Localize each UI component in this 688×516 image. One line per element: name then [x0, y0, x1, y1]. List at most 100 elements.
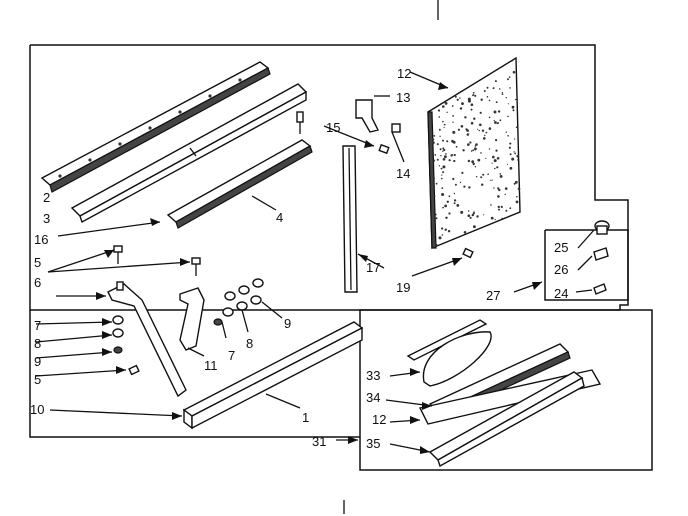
panel-speckle — [479, 123, 482, 127]
panel-speckle — [444, 204, 447, 208]
panel-speckle — [512, 109, 515, 112]
part-15-screws — [296, 111, 390, 155]
panel-speckle — [507, 135, 509, 137]
panel-speckle — [452, 121, 454, 123]
panel-speckle — [507, 78, 509, 81]
panel-speckle — [437, 109, 441, 112]
panel-speckle — [474, 166, 477, 168]
panel-speckle — [494, 167, 496, 170]
label-5-top: 5 — [34, 255, 41, 270]
label-19: 19 — [396, 280, 410, 295]
label-7-left: 7 — [34, 318, 41, 333]
part-13-bracket — [355, 99, 401, 133]
panel-speckle — [509, 153, 512, 156]
label-16: 16 — [34, 232, 48, 247]
panel-speckle — [439, 148, 442, 151]
panel-speckle — [517, 187, 521, 191]
panel-speckle — [486, 86, 489, 89]
panel-speckle — [472, 149, 475, 152]
panel-speckle — [452, 115, 454, 117]
label-8-left: 8 — [34, 336, 41, 351]
panel-speckle — [469, 141, 472, 144]
panel-speckle — [455, 145, 458, 148]
panel-speckle — [470, 103, 474, 106]
panel-speckle — [490, 216, 494, 220]
panel-speckle — [498, 188, 501, 192]
panel-speckle — [508, 76, 511, 78]
label-12-seal: 12 — [372, 412, 386, 427]
panel-speckle — [446, 111, 448, 114]
arrowheads — [96, 82, 542, 454]
panel-speckle — [443, 148, 446, 152]
panel-speckle — [446, 200, 449, 203]
panel-speckle — [459, 107, 463, 110]
panel-speckle — [442, 206, 445, 209]
panel-speckle — [445, 216, 448, 219]
panel-speckle — [441, 193, 445, 196]
part-2-top-rail — [40, 61, 271, 193]
label-33: 33 — [366, 368, 380, 383]
label-35: 35 — [366, 436, 380, 451]
panel-speckle — [469, 216, 472, 219]
panel-speckle — [431, 141, 435, 145]
panel-speckle — [460, 210, 464, 214]
part-1-bottom-rail — [182, 321, 364, 430]
panel-speckle — [509, 166, 513, 170]
panel-speckle — [509, 207, 512, 210]
panel-speckle — [434, 154, 437, 156]
seal-kit-frame — [359, 309, 653, 471]
panel-speckle — [454, 183, 457, 186]
leader-lines — [35, 71, 595, 453]
panel-speckle — [432, 159, 436, 162]
panel-speckle — [482, 173, 485, 176]
part-17-post — [342, 145, 358, 293]
part-7-8-9-washers — [112, 278, 264, 354]
panel-speckle — [435, 217, 438, 220]
panel-speckle — [442, 139, 444, 142]
panel-speckle — [491, 162, 493, 164]
panel-speckle — [497, 195, 500, 198]
panel-speckle — [439, 135, 441, 137]
panel-speckle — [511, 157, 515, 161]
panel-speckle — [494, 80, 497, 83]
panel-speckle — [438, 116, 441, 118]
panel-speckle — [456, 98, 459, 101]
panel-speckle — [515, 126, 518, 129]
part-6-bracket — [107, 281, 187, 398]
panel-speckle — [509, 143, 512, 145]
main-assembly-frame-lower — [29, 310, 360, 438]
part-33-seal — [406, 319, 492, 387]
panel-speckle — [495, 149, 498, 152]
panel-speckle — [514, 180, 518, 184]
panel-speckle — [474, 145, 477, 147]
panel-speckle — [499, 88, 501, 90]
panel-speckle — [467, 214, 471, 217]
label-26: 26 — [554, 262, 568, 277]
panel-speckle — [472, 92, 475, 94]
panel-speckle — [457, 128, 460, 131]
panel-speckle — [493, 110, 497, 114]
panel-speckle — [438, 236, 442, 240]
panel-speckle — [497, 205, 500, 209]
panel-speckle — [453, 153, 456, 157]
panel-speckle — [505, 131, 507, 133]
panel-speckle — [453, 159, 456, 163]
panel-speckle — [483, 90, 486, 92]
panel-speckle — [435, 182, 438, 185]
panel-speckle — [467, 159, 471, 163]
panel-speckle — [477, 128, 479, 130]
panel-speckle — [517, 159, 519, 161]
panel-speckle — [442, 147, 445, 150]
panel-speckle — [452, 130, 456, 134]
panel-speckle — [440, 167, 443, 170]
panel-speckle — [436, 143, 439, 146]
part-19-screw — [462, 247, 474, 259]
panel-speckle — [505, 209, 508, 212]
panel-speckle — [471, 160, 475, 164]
panel-speckle — [472, 162, 475, 166]
panel-speckle — [442, 165, 446, 169]
panel-speckle — [473, 117, 476, 120]
label-17: 17 — [366, 260, 380, 275]
panel-speckle — [453, 192, 456, 195]
